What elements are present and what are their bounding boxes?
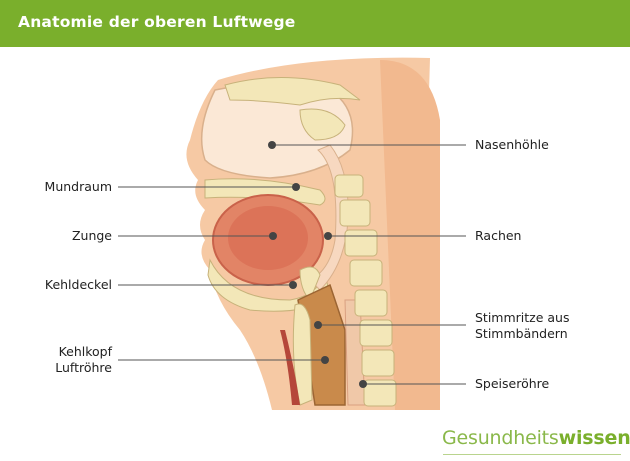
label-speiseroehre: Speiseröhre [475,376,550,391]
logo-underline [443,454,621,455]
spine [334,174,397,407]
label-mundraum: Mundraum [44,179,112,194]
epiglottis [299,266,321,301]
label-stimmritze-1: Stimmritze aus [475,310,570,325]
header-bar: Anatomie der oberen Luftwege [0,0,630,47]
label-rachen: Rachen [475,228,522,243]
tongue-inner [228,206,308,270]
blood-vessel [280,330,300,405]
label-kehlkopf: Kehlkopf [58,344,112,359]
brand-logo: Gesundheitswissen [442,427,630,449]
nasal-cavity-bone [299,108,346,141]
leader-lines [118,144,466,385]
logo-bold-text: wissen [558,427,630,449]
marker-dots [268,141,367,388]
label-zunge: Zunge [71,228,112,243]
page-title: Anatomie der oberen Luftwege [18,13,296,31]
skull-bone [224,77,361,106]
label-stimmritze-2: Stimmbändern [475,326,568,341]
label-kehldeckel: Kehldeckel [44,277,112,292]
label-nasenhoehle: Nasenhöhle [475,137,549,152]
neck-back [380,60,440,410]
label-luftroehre: Luftröhre [55,360,112,375]
logo-light-text: Gesundheits [442,427,559,449]
